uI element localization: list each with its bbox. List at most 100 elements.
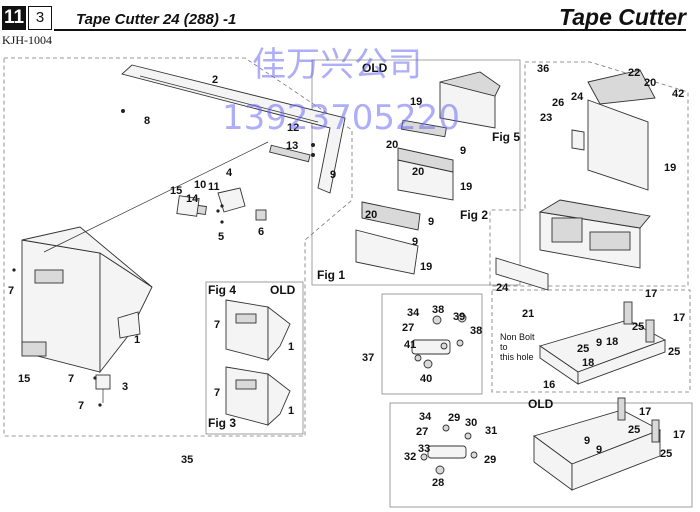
fig3-cover [225, 366, 291, 427]
fig2-label: Fig 2 [460, 208, 488, 222]
tray-part-16 [538, 301, 667, 385]
part-callout-18: 18 [582, 357, 594, 369]
part-callout-19: 19 [664, 162, 676, 174]
part-callout-1: 1 [288, 341, 294, 353]
fig4-label: Fig 4 [208, 283, 236, 297]
part-callout-7: 7 [8, 285, 14, 297]
part-callout-25: 25 [668, 346, 680, 358]
bracket-group-frame [381, 293, 483, 395]
part-callout-14: 14 [186, 193, 199, 205]
old-bracket-frame [389, 402, 693, 508]
part-callouts: 2 8 12 13 9 4 10 11 15 14 5 6 7 1 15 7 3… [8, 63, 685, 489]
old-tray [533, 397, 662, 491]
part-callout-17: 17 [639, 406, 651, 418]
part-callout-2: 2 [212, 74, 218, 86]
part-callout-9: 9 [584, 435, 590, 447]
part-callout-25: 25 [628, 424, 640, 436]
subsection-number-badge: 3 [28, 6, 52, 30]
part-callout-9: 9 [428, 216, 434, 228]
part-callout-5: 5 [218, 231, 224, 243]
part-callout-20: 20 [386, 139, 398, 151]
figure-labels: OLD Fig 5 Fig 2 Fig 1 Fig 4 OLD Fig 3 OL… [208, 61, 554, 430]
watermark: 佳万兴公司 13923705220 [222, 45, 460, 138]
fig5-label: Fig 5 [492, 130, 520, 144]
part-callout-18: 18 [606, 336, 618, 348]
model-code: KJH-1004 [2, 33, 52, 47]
screws [12, 109, 315, 407]
fig5-guide [400, 71, 501, 138]
tray-group-frame [491, 289, 691, 393]
part-callout-1: 1 [134, 334, 140, 346]
part-callout-38: 38 [470, 325, 482, 337]
part-callout-9: 9 [460, 145, 466, 157]
part-callout-9: 9 [596, 337, 602, 349]
part-callout-33: 33 [418, 443, 430, 455]
part-callout-17: 17 [673, 429, 685, 441]
part-callout-9: 9 [596, 444, 602, 456]
part-callout-22: 22 [628, 67, 640, 79]
fig2-guide [397, 147, 454, 201]
part-callout-31: 31 [485, 425, 497, 437]
part-callout-42: 42 [672, 88, 684, 100]
part-callout-20: 20 [412, 166, 424, 178]
part-callout-28: 28 [432, 477, 444, 489]
part-callout-6: 6 [258, 226, 264, 238]
note-line: this hole [500, 352, 534, 362]
part-callout-26: 26 [552, 97, 564, 109]
non-bolt-note: Non Bolt to this hole [500, 332, 535, 362]
part-callout-32: 32 [404, 451, 416, 463]
part-callout-21: 21 [522, 308, 534, 320]
fig1-guide [355, 201, 421, 275]
part-callout-25: 25 [660, 448, 672, 460]
part-callout-7: 7 [214, 319, 220, 331]
part-callout-34: 34 [407, 307, 420, 319]
part-callout-17: 17 [645, 288, 657, 300]
watermark-company: 佳万兴公司 [252, 45, 422, 85]
shaft-part-21 [495, 257, 549, 291]
part-callout-25: 25 [632, 321, 644, 333]
part-callout-20: 20 [365, 209, 377, 221]
part-callout-37: 37 [362, 352, 374, 364]
part-callout-41: 41 [404, 339, 416, 351]
part-callout-30: 30 [465, 417, 477, 429]
part-callout-15: 15 [170, 185, 182, 197]
old-bracket-assembly [420, 424, 478, 475]
part-callout-12: 12 [287, 122, 299, 134]
part-callout-9: 9 [330, 169, 336, 181]
part-callout-40: 40 [420, 373, 432, 385]
old-label-fig5: OLD [362, 61, 388, 75]
bracket-part-3 [95, 374, 111, 403]
old-label-bracket: OLD [528, 397, 554, 411]
part-callout-3: 3 [122, 381, 128, 393]
part-callout-34: 34 [419, 411, 432, 423]
part-callout-35: 35 [181, 454, 193, 466]
watermark-phone: 13923705220 [222, 98, 460, 138]
page-title: Tape Cutter 24 (288) -1 [76, 11, 237, 28]
part-callout-4: 4 [226, 167, 233, 179]
part-callout-7: 7 [68, 373, 74, 385]
part-callout-25: 25 [577, 343, 589, 355]
part-callout-15: 15 [18, 373, 30, 385]
category-title: Tape Cutter [559, 4, 686, 30]
part-callout-9: 9 [412, 236, 418, 248]
part-callout-23: 23 [540, 112, 552, 124]
fig4-cover [225, 299, 291, 362]
fig1-fig2-fig5-frame [311, 59, 521, 286]
part-callout-1: 1 [288, 405, 294, 417]
part-callout-24: 24 [571, 91, 584, 103]
part-callout-17: 17 [673, 312, 685, 324]
part-callout-13: 13 [286, 140, 298, 152]
part-callout-7: 7 [78, 400, 84, 412]
note-line: to [500, 342, 508, 352]
fig3-fig4-frame [205, 281, 304, 435]
part-callout-29: 29 [484, 454, 496, 466]
part-callout-27: 27 [416, 426, 428, 438]
section-number-badge: 11 [2, 6, 26, 30]
part-callout-7: 7 [214, 387, 220, 399]
cutter-holder-part [176, 187, 267, 221]
part-callout-8: 8 [144, 115, 150, 127]
bracket-assembly [411, 313, 467, 369]
top-rail-part [121, 64, 346, 194]
part-callout-19: 19 [410, 96, 422, 108]
